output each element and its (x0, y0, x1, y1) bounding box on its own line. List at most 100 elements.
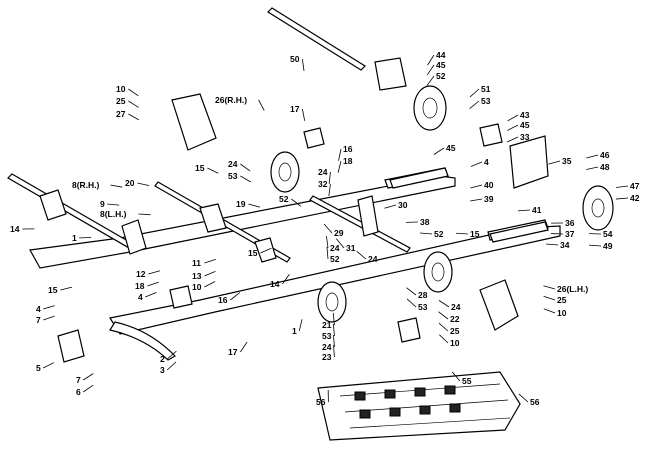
leader-line (166, 361, 177, 371)
leader-line (240, 163, 251, 172)
callout: 16 (343, 144, 353, 154)
callout: 44 (436, 50, 446, 60)
leader-line (138, 213, 151, 216)
callout: 33 (520, 132, 530, 142)
callout: 48 (600, 162, 610, 172)
leader-line (302, 108, 306, 121)
callout: 8(R.H.) (72, 180, 100, 190)
callout: 50 (290, 54, 300, 64)
bushing-44 (374, 57, 407, 91)
callout: 15 (248, 248, 258, 258)
track-section (317, 371, 521, 441)
slider-30 (389, 167, 449, 189)
callout: 45 (436, 60, 446, 70)
callout: 3 (160, 365, 165, 375)
leader-line (507, 114, 519, 122)
leader-line (60, 286, 73, 291)
leader-line (384, 204, 397, 209)
leader-line (43, 305, 55, 310)
callout: 24 (228, 159, 238, 169)
leader-line (451, 371, 461, 382)
leader-line (338, 148, 342, 161)
callout: 56 (316, 397, 326, 407)
leader-line (43, 315, 55, 321)
callout: 5 (36, 363, 41, 373)
leader-line (336, 238, 345, 249)
callout: 9 (100, 199, 105, 209)
leader-line (128, 113, 140, 121)
leader-line (469, 88, 480, 98)
callout: 39 (484, 194, 494, 204)
leader-line (107, 203, 120, 206)
leader-line (147, 281, 159, 287)
callout: 14 (10, 224, 20, 234)
leader-line (43, 362, 55, 369)
callout: 12 (136, 269, 146, 279)
leader-line (248, 203, 261, 208)
wheel-28 (423, 251, 453, 293)
wheel-21 (317, 281, 347, 323)
callout: 34 (560, 240, 570, 250)
leader-line (328, 171, 331, 184)
callout: 40 (484, 180, 494, 190)
block-16-lower (169, 285, 193, 309)
callout: 6 (76, 387, 81, 397)
callout: 29 (334, 228, 344, 238)
leader-line (518, 393, 529, 403)
callout: 4 (484, 157, 489, 167)
leader-line (298, 319, 303, 332)
callout: 52 (436, 71, 446, 81)
leader-line (439, 334, 449, 344)
leader-line (616, 185, 629, 188)
callout: 15 (195, 163, 205, 173)
leader-line (282, 274, 290, 285)
callout: 14 (270, 279, 280, 289)
callout: 42 (630, 193, 640, 203)
leader-line (589, 244, 602, 247)
leader-line (137, 182, 150, 187)
leader-line (455, 232, 469, 235)
callout: 17 (228, 347, 238, 357)
leader-line (128, 100, 139, 108)
leader-line (291, 198, 302, 207)
wheel-47 (582, 185, 614, 231)
leader-line (230, 292, 241, 301)
callout: 15 (48, 285, 58, 295)
leader-line (518, 209, 531, 212)
leader-lines (22, 54, 629, 403)
callout: 17 (290, 104, 300, 114)
callout: 30 (398, 200, 408, 210)
callout: 15 (470, 229, 480, 239)
leader-line (145, 292, 157, 298)
callout: 2 (160, 354, 165, 364)
leader-line (326, 247, 329, 260)
bracket-34 (509, 135, 549, 189)
leader-line (148, 270, 161, 275)
leader-line (543, 285, 556, 290)
leader-line (332, 313, 335, 326)
callout: 27 (116, 109, 126, 119)
callout: 16 (218, 295, 228, 305)
callout: 53 (322, 331, 332, 341)
block-15 (254, 237, 277, 263)
bracket-26-rh (171, 93, 217, 151)
callout: 21 (322, 320, 332, 330)
callout: 36 (565, 218, 575, 228)
callout: 43 (520, 110, 530, 120)
callout: 1 (292, 326, 297, 336)
leader-line (240, 175, 251, 183)
callout: 52 (330, 254, 340, 264)
callout: 32 (318, 179, 328, 189)
callout: 53 (228, 171, 238, 181)
block-8 (39, 189, 67, 221)
callout: 24 (368, 254, 378, 264)
bumper-5 (57, 329, 85, 363)
callout: 38 (420, 217, 430, 227)
brackets (39, 57, 549, 363)
leader-line (469, 100, 480, 109)
callout: 28 (418, 290, 428, 300)
leader-line (332, 324, 335, 337)
leader-line (420, 232, 433, 235)
callout: 53 (481, 96, 491, 106)
wheel-upper-left (270, 151, 300, 193)
